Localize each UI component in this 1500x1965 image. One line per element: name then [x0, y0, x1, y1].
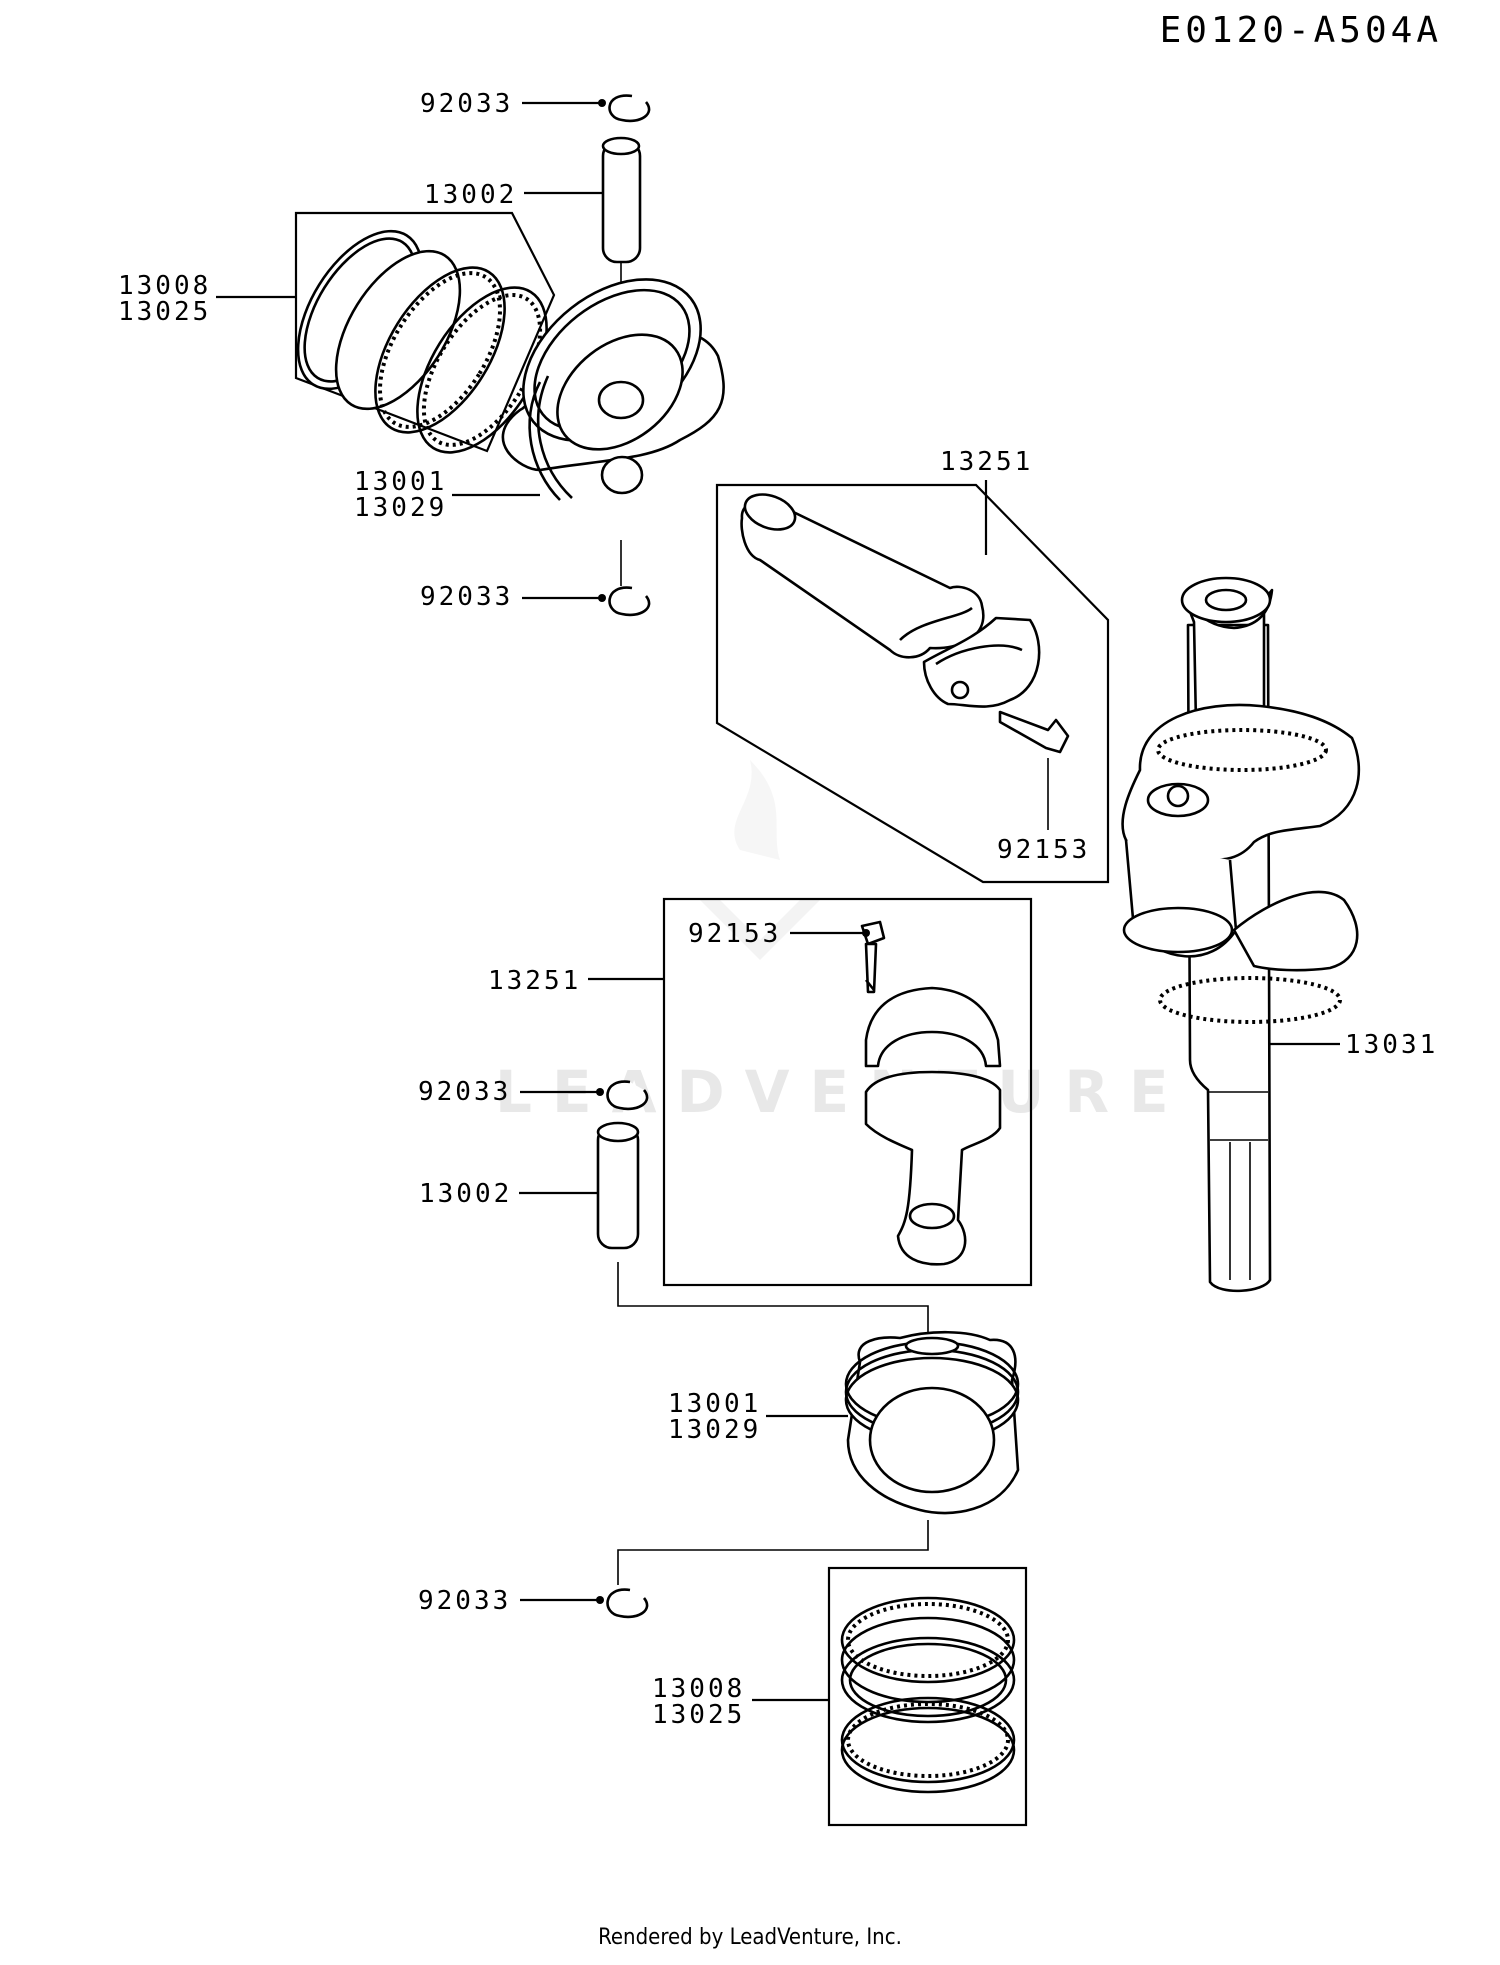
callout-92033-lower-2[interactable]: 92033 — [418, 1586, 604, 1616]
callout-92033-lower-1[interactable]: 92033 — [418, 1077, 604, 1107]
svg-text:13001: 13001 — [354, 467, 447, 497]
callout-13251-top[interactable]: 13251 — [940, 447, 1033, 555]
callout-13001-13029-lower[interactable]: 13001 13029 — [668, 1389, 848, 1445]
watermark-logo — [700, 760, 820, 960]
svg-text:92033: 92033 — [418, 1077, 511, 1107]
callout-13002-lower[interactable]: 13002 — [419, 1179, 597, 1209]
circlip-icon — [608, 586, 651, 617]
piston-pin-icon — [596, 1121, 929, 1335]
svg-text:13025: 13025 — [118, 297, 211, 327]
svg-text:92033: 92033 — [418, 1586, 511, 1616]
svg-text:13008: 13008 — [118, 271, 211, 301]
svg-text:13029: 13029 — [354, 493, 447, 523]
callout-13251-lower[interactable]: 13251 — [488, 966, 664, 996]
piston-icon — [501, 278, 725, 586]
circlip-icon — [608, 94, 651, 123]
callout-13031[interactable]: 13031 — [1268, 1030, 1438, 1060]
circlip-icon — [606, 1588, 649, 1619]
connecting-rod-icon — [715, 483, 1110, 884]
svg-text:13029: 13029 — [668, 1415, 761, 1445]
svg-text:13008: 13008 — [652, 1674, 745, 1704]
footer-credit: Rendered by LeadVenture, Inc. — [598, 1925, 902, 1950]
circlip-icon — [606, 1080, 649, 1111]
piston-rings-icon — [827, 1566, 1028, 1827]
svg-text:13251: 13251 — [940, 447, 1033, 477]
svg-text:13001: 13001 — [668, 1389, 761, 1419]
callout-13001-13029-top[interactable]: 13001 13029 — [354, 467, 540, 523]
callout-92033-top[interactable]: 92033 — [420, 89, 606, 119]
callout-13002-top[interactable]: 13002 — [424, 180, 602, 210]
callout-92153-lower[interactable]: 92153 — [688, 919, 870, 949]
connecting-rod-icon — [662, 897, 1033, 1287]
diagram-id: E0120-A504A — [1160, 10, 1442, 51]
crankshaft-icon — [1121, 576, 1361, 1293]
svg-text:13002: 13002 — [424, 180, 517, 210]
svg-text:92033: 92033 — [420, 89, 513, 119]
svg-text:13025: 13025 — [652, 1700, 745, 1730]
svg-text:92033: 92033 — [420, 582, 513, 612]
callout-92033-2[interactable]: 92033 — [420, 582, 606, 612]
svg-text:13251: 13251 — [488, 966, 581, 996]
callout-13008-13025-lower[interactable]: 13008 13025 — [652, 1674, 829, 1730]
callout-92153-top[interactable]: 92153 — [997, 835, 1090, 865]
piston-rings-icon — [294, 211, 556, 454]
svg-text:92153: 92153 — [688, 919, 781, 949]
callout-13008-13025-top[interactable]: 13008 13025 — [118, 271, 296, 327]
svg-text:92153: 92153 — [997, 835, 1090, 865]
piston-icon — [617, 1330, 1020, 1585]
svg-text:13031: 13031 — [1345, 1030, 1438, 1060]
svg-text:13002: 13002 — [419, 1179, 512, 1209]
